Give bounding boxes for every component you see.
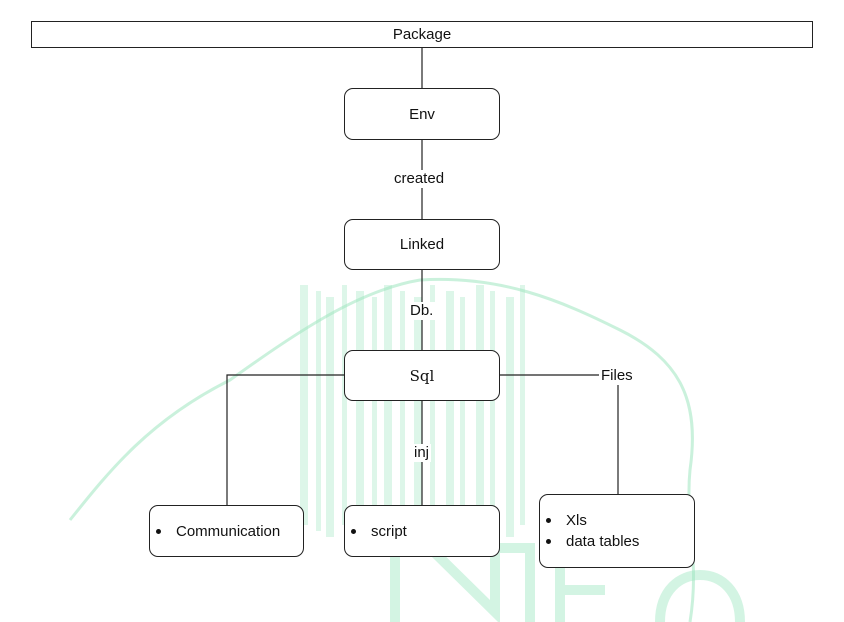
watermark-stripe [520,285,525,525]
watermark-stripe [400,291,405,531]
watermark-stripe [342,285,347,525]
watermark-stripe [316,291,321,531]
edge-label-inj: inj [412,444,432,462]
linked-label: Linked [399,236,445,253]
edge-label-db: Db. [408,302,436,320]
files-list: Xls data tables [540,510,639,552]
communication-list: Communication [150,521,280,542]
script-list: script [345,521,407,542]
list-item: Xls [540,510,639,531]
watermark-stripe [300,285,308,525]
edge-sql-files [499,374,619,494]
watermark-stripe [460,297,465,537]
package-box: Package [31,21,813,48]
package-label: Package [392,26,452,43]
watermark-letter-o [655,569,745,622]
watermark-stripe [506,297,514,537]
watermark-stripe [326,297,334,537]
watermark-stripe [384,285,392,525]
linked-node: Linked [344,219,500,270]
edge-label-created: created [392,170,447,188]
communication-node: Communication [149,505,304,557]
watermark-stripe [372,297,377,537]
watermark-stripe [430,285,435,525]
watermark-stripe [490,291,495,531]
edge-sql-communication [226,374,345,505]
watermark-map-outline [68,277,695,622]
script-node: script [344,505,500,557]
watermark-stripe [446,291,454,531]
edge-label-files: Files [599,367,635,385]
watermark-stripe [476,285,484,525]
list-item: data tables [540,531,639,552]
watermark-stripe [414,297,422,537]
watermark-barcode [300,285,525,537]
watermark-stripe [356,291,364,531]
files-node: Xls data tables [539,494,695,568]
list-item: script [345,521,407,542]
sql-label: Sql [409,366,435,385]
env-node: Env [344,88,500,140]
sql-node: Sql [344,350,500,401]
env-label: Env [409,105,435,123]
list-item: Communication [150,521,280,542]
